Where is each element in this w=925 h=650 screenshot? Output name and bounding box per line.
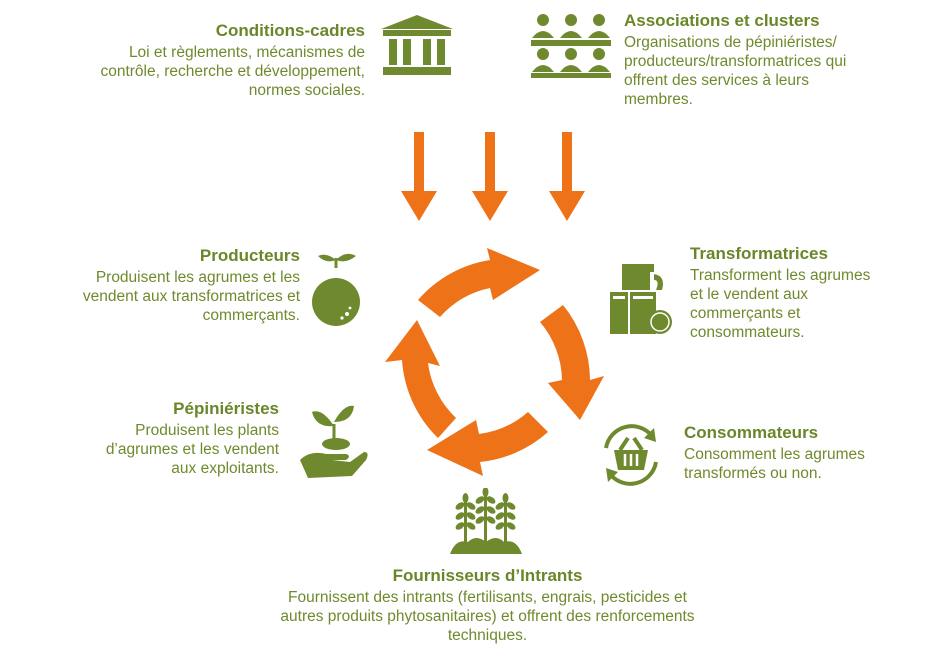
citrus-fruit-icon — [312, 250, 360, 337]
down-arrow-middle — [472, 132, 508, 221]
pepinieristes-desc: Produisent les plants d’agrumes et les v… — [105, 422, 279, 477]
fournisseurs-title: Fournisseurs d’Intrants — [392, 566, 583, 585]
downward-arrows — [401, 132, 585, 221]
consommateurs-title: Consommateurs — [684, 423, 819, 442]
wheat-plants-icon — [450, 487, 522, 559]
shopping-basket-cycle-icon — [596, 420, 666, 495]
down-arrow-right — [549, 132, 585, 221]
fournisseurs-desc: Fournissent des intrants (fertilisants, … — [280, 589, 695, 644]
producteurs-title: Producteurs — [199, 246, 300, 265]
associations-clusters-title: Associations et clusters — [624, 11, 820, 30]
transformatrices-desc: Transforment les agrumes et le vendent a… — [690, 267, 871, 341]
cycle-arrow-top — [418, 248, 540, 317]
cycle-arrow-bottom — [427, 412, 548, 476]
cycle-arrow-left — [385, 320, 456, 438]
conditions-cadres-block: Conditions-cadres Loi et règlements, méc… — [25, 20, 365, 100]
consommateurs-block: Consommateurs Consomment les agrumes tra… — [684, 422, 920, 483]
pepinieristes-block: Pépiniéristes Produisent les plants d’ag… — [19, 398, 279, 478]
juice-drinks-icon — [610, 260, 674, 341]
down-arrow-left — [401, 132, 437, 221]
consommateurs-desc: Consomment les agrumes transformés ou no… — [684, 446, 865, 482]
associations-clusters-desc: Organisations de pépiniéristes/ producte… — [624, 34, 847, 108]
conditions-cadres-desc: Loi et règlements, mécanismes de contrôl… — [100, 44, 365, 99]
conditions-cadres-title: Conditions-cadres — [215, 21, 365, 40]
group-of-people-icon — [531, 14, 611, 83]
cycle-arrow-right — [540, 305, 604, 420]
producteurs-desc: Produisent les agrumes et les vendent au… — [82, 269, 300, 324]
pepinieristes-title: Pépiniéristes — [173, 399, 279, 418]
associations-clusters-block: Associations et clusters Organisations d… — [624, 10, 919, 109]
seedling-in-hand-icon — [298, 402, 370, 485]
producteurs-block: Producteurs Produisent les agrumes et le… — [10, 245, 300, 325]
transformatrices-title: Transformatrices — [690, 244, 828, 263]
transformatrices-block: Transformatrices Transforment les agrume… — [690, 243, 920, 342]
cycle-arrows — [385, 248, 604, 476]
government-building-icon — [381, 15, 453, 82]
fournisseurs-block: Fournisseurs d’Intrants Fournissent des … — [150, 565, 825, 645]
